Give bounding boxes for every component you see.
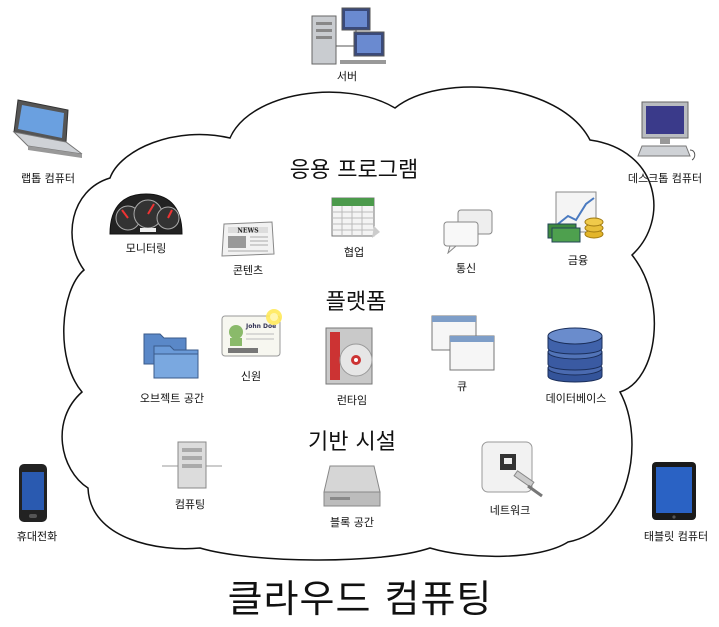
phone-icon [19,464,47,522]
block-storage-label: 블록 공간 [330,516,374,529]
phone-label: 휴대전화 [16,530,58,543]
server-label: 서버 [336,70,358,83]
calendar-icon [331,197,380,238]
finance-chart-icon [547,191,604,243]
diagram-title: 클라우드 컴퓨팅 [227,577,493,621]
laptop-icon [12,99,83,158]
infrastructure-heading: 기반 시설 [308,430,396,455]
compute-label: 컴퓨팅 [174,498,206,511]
network-port-icon [481,441,543,498]
runtime-disc-icon [325,327,373,385]
compute-server-icon [162,441,222,489]
content-label: 콘텐츠 [232,264,264,277]
finance-label: 금융 [567,254,589,267]
tablet-icon [652,462,696,520]
desktop-label: 데스크톱 컴퓨터 [627,172,703,185]
queue-windows-icon [431,315,495,371]
id-card-name: John Doe [245,323,276,330]
queue-label: 큐 [456,380,468,393]
identity-label: 신원 [240,370,262,383]
database-label: 데이터베이스 [545,392,607,405]
communication-label: 통신 [455,262,477,275]
applications-heading: 응용 프로그램 [289,158,419,183]
news-masthead: NEWS [237,228,258,235]
server-icon [311,7,386,65]
newspaper-icon: NEWS [221,221,275,257]
speech-bubbles-icon [443,209,493,254]
hard-drive-icon [323,465,381,507]
monitoring-label: 모니터링 [125,242,167,255]
dashboard-gauge-icon [109,193,183,235]
laptop-label: 랩톱 컴퓨터 [20,172,76,185]
tablet-label: 태블릿 컴퓨터 [643,530,709,543]
runtime-label: 런타임 [336,394,368,407]
collaboration-label: 협업 [343,246,365,259]
folders-icon [143,333,199,379]
platform-heading: 플랫폼 [325,290,387,315]
object-storage-label: 오브젝트 공간 [139,392,205,405]
desktop-icon [637,101,696,161]
id-card-icon: John Doe [221,309,282,357]
network-label: 네트워크 [489,504,531,517]
database-icon [547,327,603,383]
